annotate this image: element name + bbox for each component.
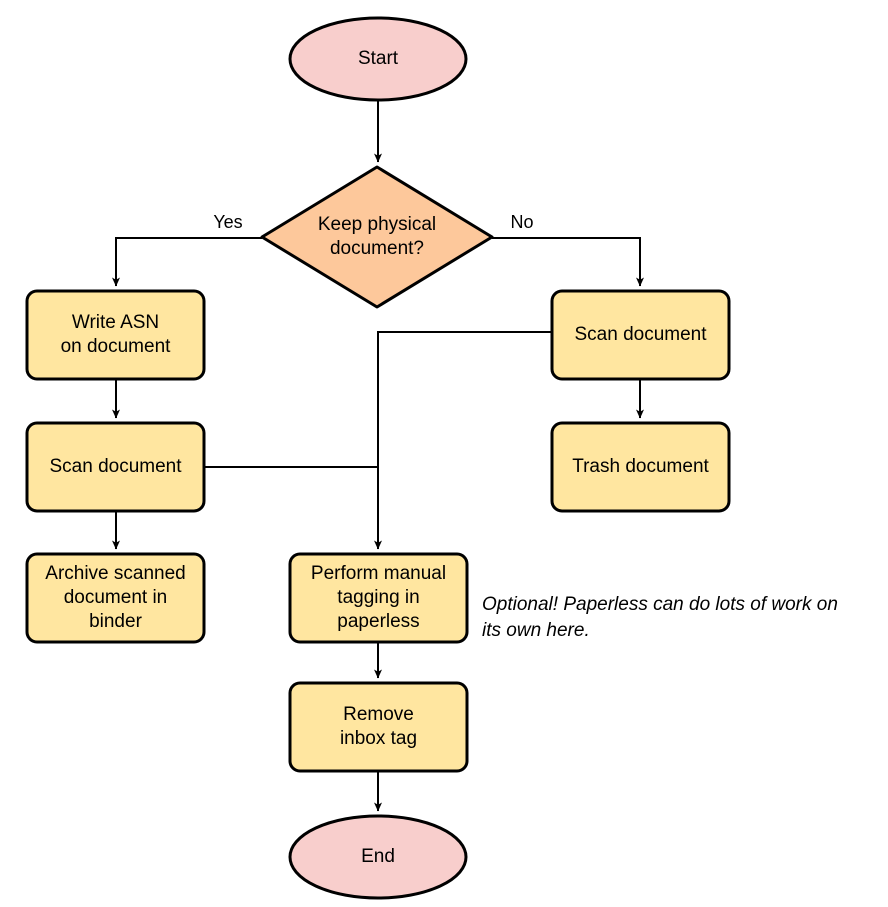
node-label: Scan document [49,456,182,477]
node-label: Trash document [572,456,709,477]
node-label: Keep physical document? [318,214,436,259]
node-label-line: document in [64,587,168,608]
process-shape [550,289,731,381]
node-perform-manual-tagging-in-paperless[interactable]: Perform manual tagging in paperless [288,552,469,644]
node-label-line: Scan document [574,324,707,345]
node-keep-physical-document[interactable]: Keep physical document? [260,165,494,309]
node-label: Start [358,48,399,69]
edge-label-no: No [510,212,533,232]
edges-layer: Yes No [112,100,644,812]
node-label: Perform manual tagging in paperless [311,563,446,632]
edge-path [492,237,644,287]
node-archive-scanned-document-in-binder[interactable]: Archive scanned document in binder [25,552,206,644]
process-shape [25,289,206,381]
node-label-line: Write ASN [72,312,159,333]
node-label: Scan document [574,324,707,345]
annotation-line: Optional! Paperless can do lots of work … [482,594,838,615]
node-label-line: Start [358,48,399,69]
node-scan-document-right[interactable]: Scan document [550,289,731,381]
edge-decision-yes-to-write-asn: Yes [112,212,262,287]
edge-decision-no-to-scan-document-right: No [492,212,644,287]
decision-shape [260,165,494,309]
process-shape [25,552,206,644]
node-label-line: Remove [343,704,414,725]
node-label-line: inbox tag [340,728,417,749]
node-remove-inbox-tag[interactable]: Remove inbox tag [288,681,469,773]
edge-label-yes: Yes [213,212,242,232]
process-shape [288,681,469,773]
terminator-shape [288,16,468,102]
edge-scan-document-right-to-manual-tagging [374,331,552,550]
node-label-line: End [361,846,395,867]
node-label-line: Keep physical [318,214,436,235]
node-label-line: Trash document [572,456,709,477]
node-label-line: Scan document [49,456,182,477]
node-end[interactable]: End [288,814,468,900]
node-label-line: on document [61,336,172,357]
annotation-line: its own here. [482,620,590,641]
edge-path [112,237,262,287]
node-label: Write ASN on document [61,312,172,357]
node-trash-document[interactable]: Trash document [550,421,731,513]
node-label-line: document? [330,238,424,259]
node-label: Archive scanned document in binder [45,563,185,632]
node-scan-document-left[interactable]: Scan document [25,421,206,513]
node-label: Remove inbox tag [340,704,417,749]
process-shape [25,421,206,513]
annotations-layer: Optional! Paperless can do lots of work … [482,594,838,641]
node-label-line: Perform manual [311,563,446,584]
process-shape [288,552,469,644]
node-label-line: Archive scanned [45,563,185,584]
node-label-line: paperless [337,611,419,632]
node-start[interactable]: Start [288,16,468,102]
process-shape [550,421,731,513]
node-label: End [361,846,395,867]
annotation-optional-note: Optional! Paperless can do lots of work … [482,594,838,641]
node-write-asn-on-document[interactable]: Write ASN on document [25,289,206,381]
edge-path [374,331,552,550]
node-label-line: binder [89,611,142,632]
node-label-line: tagging in [337,587,419,608]
terminator-shape [288,814,468,900]
